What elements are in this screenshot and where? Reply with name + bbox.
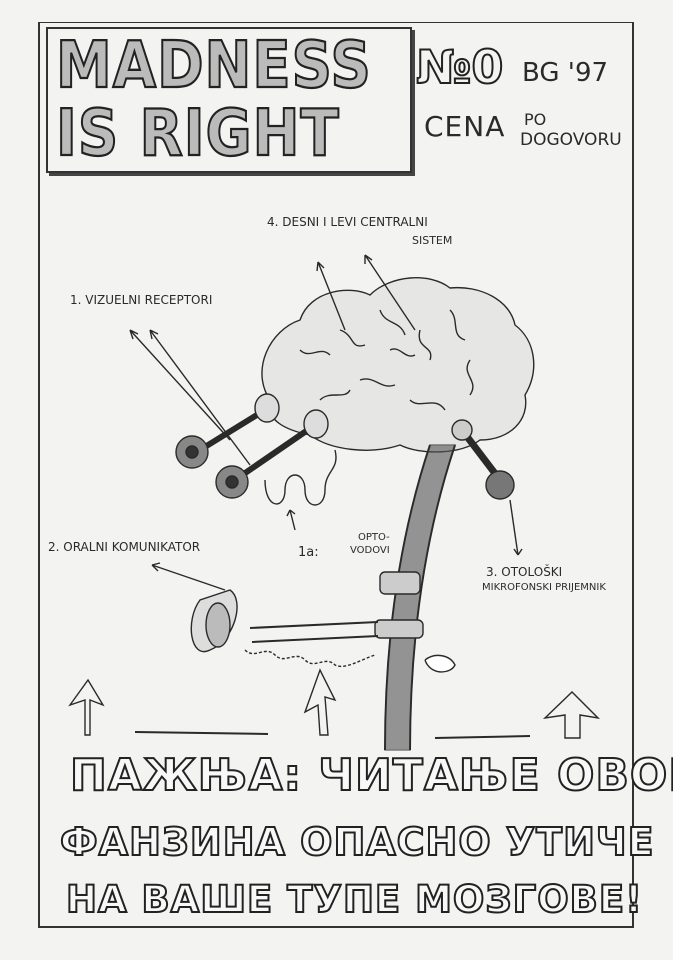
label-central-system-2: SISTEM (412, 234, 453, 247)
title-line-1: MADNESS (55, 27, 372, 104)
label-oral-communicator: 2. ORALNI KOMUNIKATOR (48, 540, 201, 554)
label-opto-2: VODOVI (350, 545, 390, 556)
label-central-system-1: 4. DESNI I LEVI CENTRALNI (267, 215, 428, 229)
page-border (38, 22, 634, 928)
label-otological-1: 3. OTOLOŠKI (486, 565, 563, 579)
masthead-title-box: MADNESS IS RIGHT (46, 27, 412, 173)
label-opto-1: OPTO- (358, 532, 390, 543)
label-otological-2: MIKROFONSKI PRIJEMNIK (482, 582, 606, 593)
label-opto-number: 1a: (298, 545, 319, 560)
warning-line-1: ПАЖЊА: ЧИТАЊЕ ОВОГ (69, 749, 673, 802)
title-line-2: IS RIGHT (55, 95, 340, 172)
warning-line-3: НА ВАШЕ ТУПЕ МОЗГОВЕ! (65, 877, 644, 922)
price-value-2: DOGOVORU (520, 130, 622, 150)
issue-number: №0 (415, 39, 504, 95)
place-year: BG '97 (522, 58, 609, 88)
warning-line-2: ФАНЗИНА ОПАСНО УТИЧЕ (59, 819, 655, 865)
price-value-1: PO (524, 110, 547, 129)
label-visual-receptors: 1. VIZUELNI RECEPTORI (70, 293, 213, 307)
price-label: CENA (424, 110, 506, 143)
